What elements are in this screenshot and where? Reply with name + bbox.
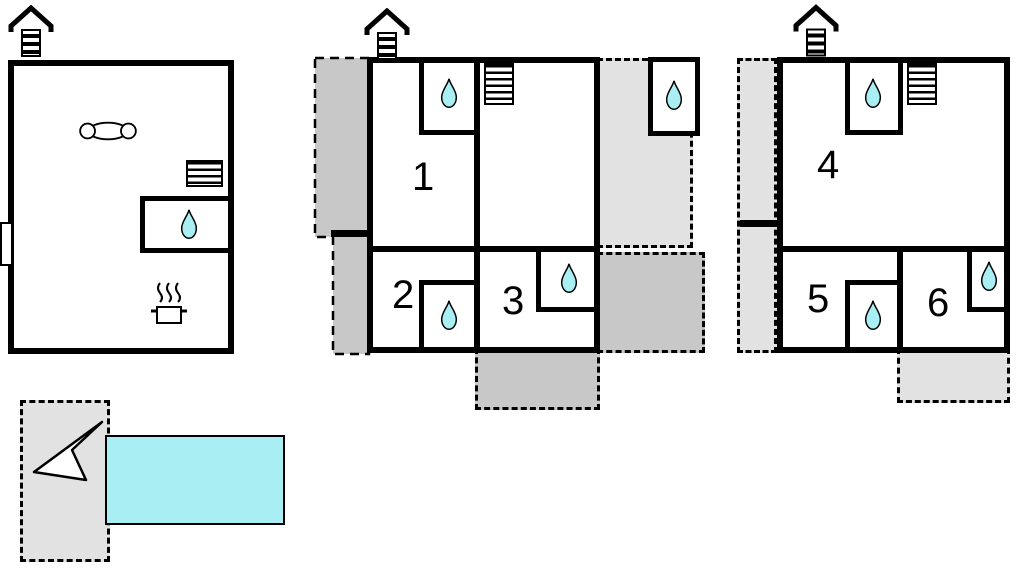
closet-wall [419,280,479,285]
room-4-label: 4 [817,143,840,187]
wall-stub [740,220,778,227]
terrace-right-left [737,58,777,353]
radiator-icon [907,63,937,105]
room-6-label: 6 [927,281,950,325]
closet-wall [419,57,424,135]
north-arrow-icon [32,420,104,482]
chimney-icon [8,5,54,57]
water-drop-icon [438,76,460,110]
room-3-label: 3 [502,279,525,323]
closet-wall [419,280,424,353]
swimming-pool [105,435,285,525]
room-2-label: 2 [392,273,415,317]
closet-wall [845,57,850,135]
terrace-middle-right-lower [597,252,705,353]
closet-wall [419,130,479,135]
terrace-middle-left [313,56,371,356]
radiator-icon [484,63,514,105]
water-drop-icon [862,76,884,110]
water-drop-icon [663,78,685,112]
room-5-label: 5 [807,277,830,321]
door-icon [0,222,13,266]
interior-wall [367,246,600,252]
stove-icon [148,280,190,326]
closet-wall [845,280,850,353]
building-left [8,60,234,354]
water-drop-icon [862,298,884,332]
closet-wall [536,246,541,312]
water-drop-icon [978,259,1000,293]
closet-wall [845,280,903,285]
chimney-icon [364,8,410,60]
water-drop-icon [438,298,460,332]
interior-wall [897,246,903,353]
bathroom-left [140,196,233,253]
closet-wall [536,307,600,312]
chimney-icon [793,4,839,57]
annex-room [648,57,700,136]
room-1-label: 1 [412,155,435,199]
closet-wall [967,307,1010,312]
water-drop-icon [178,207,200,241]
terrace-middle-bottom [475,348,600,410]
closet-wall [898,57,903,135]
terrace-right-bottom [897,348,1010,403]
water-drop-icon [558,261,580,295]
interior-wall [777,246,1010,252]
interior-wall [474,57,480,353]
building-middle [367,57,600,353]
radiator-icon [186,160,223,187]
wall-stub [331,230,367,237]
closet-wall [845,130,903,135]
closet-wall [967,246,972,312]
sofa-icon [78,118,138,144]
